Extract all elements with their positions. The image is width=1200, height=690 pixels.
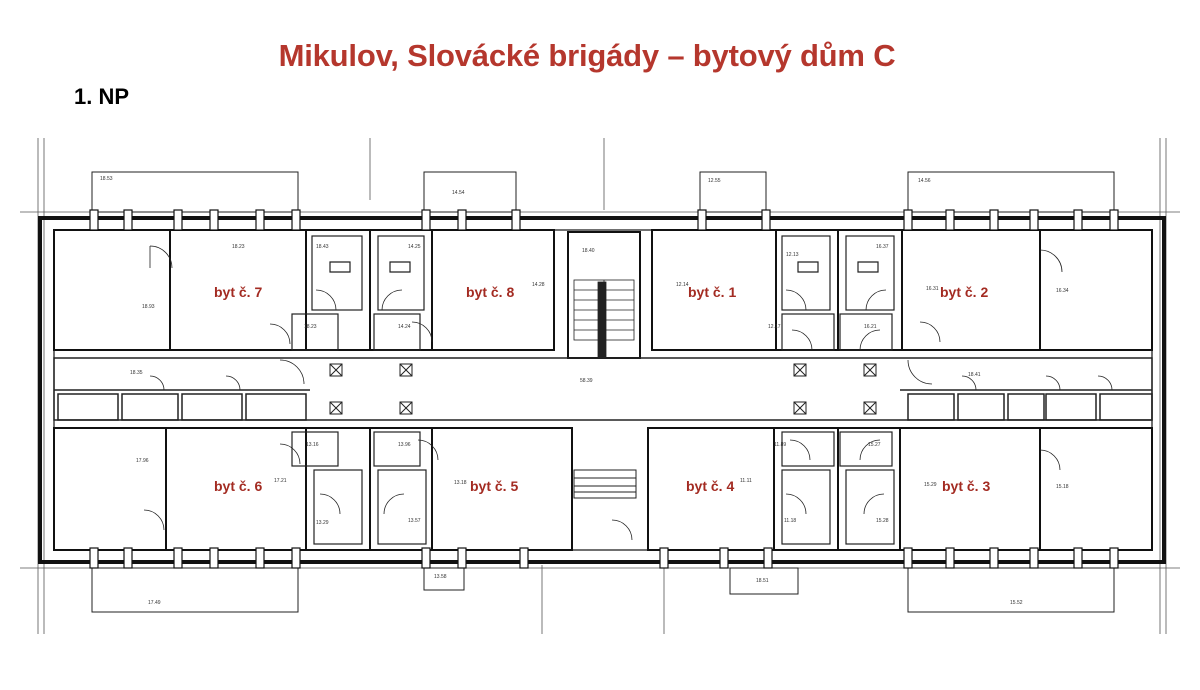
area-label: 16.31: [926, 286, 939, 292]
area-label: 16.21: [864, 324, 877, 330]
area-label: 14.28: [532, 282, 545, 288]
balconies-bottom: [91, 567, 1115, 613]
staircase: [573, 279, 635, 359]
unit-label-5: byt č. 5: [470, 478, 518, 494]
area-label: 17.49: [148, 600, 161, 606]
area-label: 11.18: [784, 518, 796, 524]
area-label: 18.35: [130, 370, 143, 376]
area-label: 13.96: [398, 442, 411, 448]
area-label: 15.18: [1056, 484, 1069, 490]
unit-label-8: byt č. 8: [466, 284, 514, 300]
area-label: 13.16: [306, 442, 319, 448]
area-label: 15.52: [1010, 600, 1023, 606]
entrance: [573, 469, 637, 499]
area-label: 16.37: [876, 244, 889, 250]
unit-label-7: byt č. 7: [214, 284, 262, 300]
bottom-small-rooms: [291, 431, 895, 545]
unit-label-3: byt č. 3: [942, 478, 990, 494]
area-label: 58.39: [580, 378, 593, 384]
area-label: 17.21: [274, 478, 287, 484]
area-label: 11.11: [740, 478, 752, 484]
area-label: 18.40: [582, 248, 595, 254]
unit-label-6: byt č. 6: [214, 478, 262, 494]
outer-walls: [38, 216, 1166, 564]
wall-pillars: [89, 209, 1119, 569]
area-label: 13.58: [434, 574, 447, 580]
area-label: 18.23: [304, 324, 317, 330]
area-label: 14.56: [918, 178, 931, 184]
area-label: 14.24: [398, 324, 411, 330]
unit-label-4: byt č. 4: [686, 478, 734, 494]
area-label: 13.18: [454, 480, 467, 486]
unit-label-2: byt č. 2: [940, 284, 988, 300]
area-label: 13.57: [408, 518, 421, 524]
corridor: [53, 357, 1153, 421]
door-swings: [143, 245, 1113, 541]
unit-label-1: byt č. 1: [688, 284, 736, 300]
area-labels: 18.53 14.54 12.55 14.56 18.23 18.93 18.4…: [100, 176, 1069, 606]
area-label: 13.29: [316, 520, 329, 526]
floor-label: 1. NP: [74, 84, 130, 109]
area-label: 12.13: [786, 252, 799, 258]
area-label: 15.29: [924, 482, 937, 488]
area-label: 18.51: [756, 578, 769, 584]
area-label: 16.34: [1056, 288, 1069, 294]
area-label: 11.89: [774, 442, 786, 448]
area-label: 18.41: [968, 372, 981, 378]
area-label: 12.17: [768, 324, 781, 330]
area-label: 14.54: [452, 190, 465, 196]
top-small-rooms: [291, 235, 895, 351]
area-label: 15.27: [868, 442, 881, 448]
area-label: 18.53: [100, 176, 113, 182]
area-label: 14.25: [408, 244, 421, 250]
balconies-top: [91, 171, 1115, 213]
plan-title: Mikulov, Slovácké brigády – bytový dům C: [278, 38, 896, 73]
area-label: 18.23: [232, 244, 245, 250]
area-label: 15.28: [876, 518, 889, 524]
area-label: 17.96: [136, 458, 149, 464]
area-label: 18.93: [142, 304, 155, 310]
area-label: 12.14: [676, 282, 689, 288]
corridor-shafts: [329, 363, 877, 415]
unit-labels: byt č. 7 byt č. 8 byt č. 1 byt č. 2 byt …: [214, 284, 990, 494]
area-label: 12.55: [708, 178, 721, 184]
area-label: 18.43: [316, 244, 329, 250]
